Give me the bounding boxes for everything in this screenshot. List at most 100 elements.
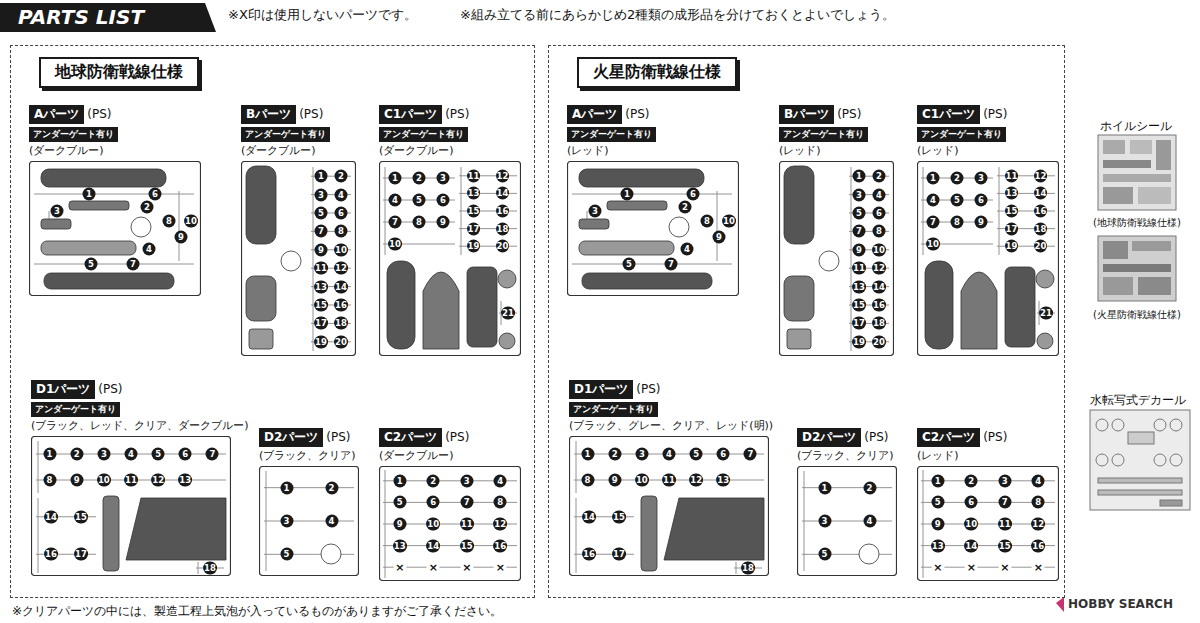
- callout-number: 18: [1034, 222, 1048, 235]
- gate-note: アンダーゲート有り: [779, 127, 868, 142]
- gate-note: アンダーゲート有り: [31, 402, 120, 417]
- part-shape: [249, 329, 273, 349]
- callout-number: 6: [335, 207, 348, 220]
- callout-number: 10: [926, 238, 940, 251]
- callout-number: 15: [1005, 205, 1019, 218]
- part-shape: [582, 273, 712, 289]
- color-note: (レッド): [917, 448, 1007, 463]
- callout-number: 11: [852, 262, 866, 275]
- sprue-drawing: [29, 161, 201, 296]
- part-shape: [1037, 333, 1053, 349]
- color-note: (ダークブルー): [241, 143, 330, 158]
- callout-number: 6: [873, 207, 886, 220]
- runner: [38, 441, 39, 493]
- sprue-frame: Aパーツ(PS)アンダーゲート有り(レッド)12345678910: [567, 161, 739, 296]
- callout-number: 17: [612, 548, 626, 561]
- part-shape: [246, 276, 276, 321]
- runner-frame: [380, 162, 521, 356]
- sprue-frame: C1パーツ(PS)アンダーゲート有り(ダークブルー)12345678910111…: [379, 161, 521, 356]
- color-note: (レッド): [917, 143, 1007, 158]
- runner-frame: [260, 467, 359, 576]
- callout-number: 5: [393, 496, 406, 509]
- color-note: (ダークブルー): [379, 448, 469, 463]
- callout-number: 2: [965, 474, 978, 487]
- runner-frame: [798, 467, 897, 576]
- callout-number: 9: [175, 231, 188, 244]
- callout-number: 1: [315, 170, 328, 183]
- part-shape: [664, 498, 764, 560]
- callout-number: 12: [872, 262, 886, 275]
- runner: [34, 194, 194, 195]
- callout-number: 2: [863, 481, 876, 494]
- part-shape: [859, 544, 879, 564]
- callout-number: 20: [872, 335, 886, 348]
- callout-number: 8: [951, 216, 964, 229]
- callout-number: 4: [863, 515, 876, 528]
- callout-number: 1: [621, 188, 634, 201]
- callout-number: 21: [1039, 307, 1053, 320]
- callout-number: 4: [873, 188, 886, 201]
- callout-number: 7: [315, 225, 328, 238]
- watermark-icon: [1056, 597, 1064, 612]
- callout-number: 16: [872, 299, 886, 312]
- runner-frame: [568, 162, 739, 296]
- callout-number: 7: [389, 216, 402, 229]
- gate-note: アンダーゲート有り: [379, 127, 468, 142]
- callout-number: 16: [334, 299, 348, 312]
- callout-number: 21: [501, 307, 515, 320]
- callout-number: 8: [701, 215, 714, 228]
- callout-number: 5: [931, 496, 944, 509]
- runner: [264, 521, 354, 522]
- runner: [266, 471, 267, 571]
- callout-number: 6: [965, 496, 978, 509]
- callout-number: 16: [44, 548, 58, 561]
- sprue-header: Bパーツ(PS)アンダーゲート有り(レッド): [779, 103, 868, 158]
- callout-number: 7: [665, 258, 678, 271]
- runner: [572, 194, 732, 195]
- callout-number: 5: [818, 548, 831, 561]
- sprue-header: C2パーツ(PS)(レッド): [917, 426, 1007, 463]
- callout-number: 20: [334, 335, 348, 348]
- callout-number: 3: [460, 474, 473, 487]
- callout-number: 18: [496, 222, 510, 235]
- callout-number: 18: [203, 562, 217, 575]
- callout-number: 2: [141, 201, 154, 214]
- callout-number: 14: [334, 280, 348, 293]
- part-shape: [41, 169, 166, 187]
- callout-number: 14: [426, 539, 440, 552]
- callout-number: 3: [97, 448, 110, 461]
- callout-number: 7: [927, 216, 940, 229]
- unused-mark: ×: [1032, 561, 1045, 574]
- sprue-frame: Bパーツ(PS)アンダーゲート有り(ダークブルー)123456789101112…: [241, 161, 356, 356]
- part-shape: [281, 251, 301, 271]
- panel-heading: 火星防衛戦線仕様: [577, 57, 737, 88]
- callout-number: 11: [460, 518, 474, 531]
- runner-frame: [32, 437, 231, 576]
- unused-mark: ×: [965, 561, 978, 574]
- part-shape: [819, 251, 839, 271]
- runner: [198, 562, 199, 574]
- callout-number: 20: [496, 240, 510, 253]
- color-note: (ダークブルー): [379, 143, 469, 158]
- callout-number: 3: [853, 188, 866, 201]
- callout-number: 16: [582, 548, 596, 561]
- material: (PS): [87, 107, 111, 121]
- material: (PS): [864, 430, 888, 444]
- sprue-name: C2パーツ: [379, 428, 442, 447]
- callout-number: 1: [43, 448, 56, 461]
- part-shape: [387, 261, 415, 349]
- unused-mark: ×: [460, 561, 473, 574]
- part-shape: [321, 544, 341, 564]
- callout-number: 12: [1034, 169, 1048, 182]
- callout-number: 2: [427, 474, 440, 487]
- unused-mark: ×: [931, 561, 944, 574]
- note-text: (地球防衛戦線仕様): [1093, 216, 1181, 230]
- unused-mark: ×: [427, 561, 440, 574]
- callout-number: 13: [716, 474, 730, 487]
- callout-number: 5: [413, 194, 426, 207]
- callout-number: 17: [1005, 222, 1019, 235]
- sprue-frame: D2パーツ(PS)(ブラック、クリア)12345: [797, 466, 897, 576]
- part-shape: [607, 201, 667, 210]
- material: (PS): [837, 107, 861, 121]
- sprue-frame: C1パーツ(PS)アンダーゲート有り(レッド)12345678910111213…: [917, 161, 1059, 356]
